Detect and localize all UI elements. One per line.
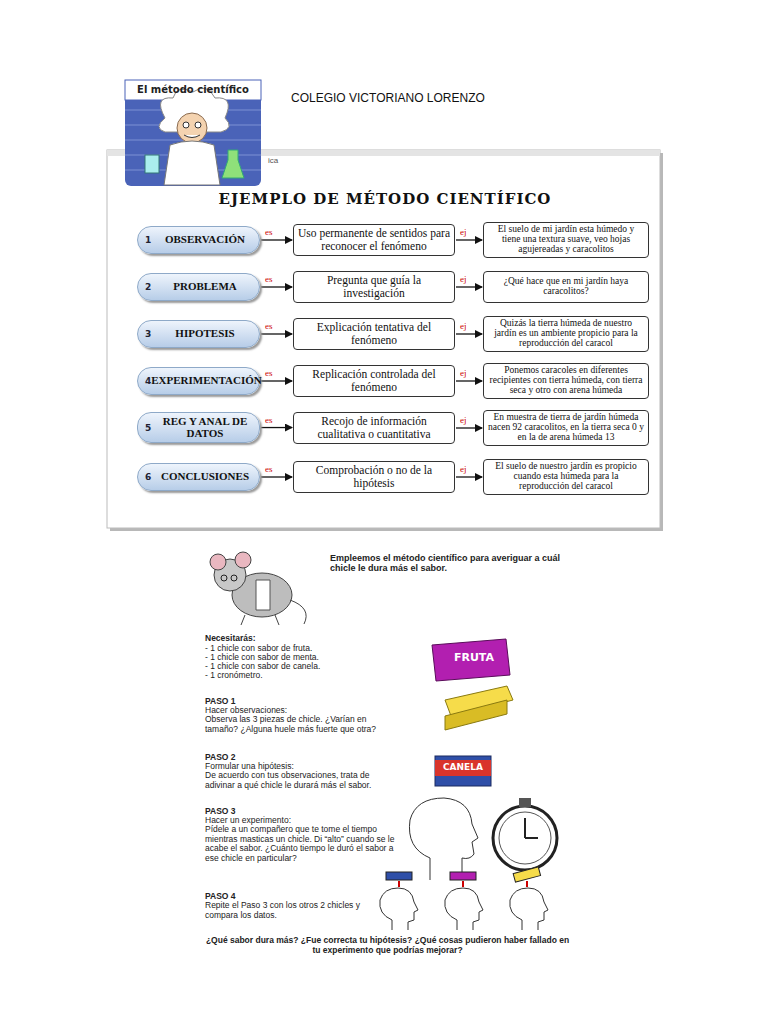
instruction-text: De acuerdo con tus observaciones, trata … (205, 771, 400, 790)
box-text: Comprobación o no de la hipótesis (298, 464, 450, 489)
definition-box: Pregunta que guía la investigación (293, 271, 455, 303)
connector-arrow (456, 380, 482, 381)
step-pill: 1OBSERVACIÓN (137, 226, 260, 254)
example-box: El suelo de nuestro jardín es propicio c… (483, 459, 649, 495)
connector-arrow (456, 333, 482, 334)
step-number: 3 (145, 329, 157, 339)
pack-label: CANELA (436, 762, 490, 772)
step-name: PROBLEMA (157, 281, 253, 293)
connector-label: es (264, 274, 274, 284)
step-name: HIPOTESIS (157, 328, 253, 340)
box-text: ¿Qué hace que en mi jardín haya caracoli… (488, 277, 644, 297)
school-name: COLEGIO VICTORIANO LORENZO (291, 92, 591, 105)
step-number: 2 (145, 282, 157, 292)
connector-arrow (261, 476, 292, 477)
connector-arrow (456, 286, 482, 287)
instruction-text: - 1 cronómetro. (205, 671, 405, 681)
connector-label: es (264, 368, 274, 378)
box-text: Replicación controlada del fenómeno (298, 368, 450, 393)
connector-arrow (456, 239, 482, 240)
logo-text: El método científico (128, 84, 258, 95)
connector-arrow (261, 333, 292, 334)
connector-arrow (261, 239, 292, 240)
example-box: Quizás la tierra húmeda de nuestro jardí… (483, 316, 649, 352)
instruction-text: Necesitarás: (205, 634, 395, 644)
connector-arrow (261, 380, 292, 381)
step-pill: 5REG Y ANAL DE DATOS (137, 412, 260, 443)
box-text: El suelo de mi jardín esta húmedo y tien… (488, 225, 644, 255)
definition-box: Replicación controlada del fenómeno (293, 365, 455, 397)
step-name: CONCLUSIONES (157, 471, 253, 483)
box-text: Explicación tentativa del fenómeno (298, 321, 450, 346)
step-name: EXPERIMENTACIÓN (151, 375, 261, 387)
step-pill: 4EXPERIMENTACIÓN (137, 367, 260, 395)
connector-label: es (264, 227, 274, 237)
box-text: Pregunta que guía la investigación (298, 274, 450, 299)
step-pill: 3HIPOTESIS (137, 320, 260, 348)
box-text: Ponemos caracoles en diferentes recipien… (488, 366, 644, 396)
definition-box: Comprobación o no de la hipótesis (293, 461, 455, 493)
step-pill: 2PROBLEMA (137, 273, 260, 301)
intro-text: Empleemos el método científico para aver… (330, 553, 568, 573)
box-text: En muestra de tierra de jardín húmeda na… (488, 413, 644, 443)
instruction-text: Repite el Paso 3 con los otros 2 chicles… (205, 901, 375, 920)
pack-label: FRUTA (446, 652, 502, 664)
step-name: OBSERVACIÓN (157, 234, 253, 246)
connector-label: ej (459, 321, 468, 331)
connector-label: ej (459, 368, 468, 378)
box-text: Quizás la tierra húmeda de nuestro jardí… (488, 319, 644, 349)
connector-arrow (261, 286, 292, 287)
example-box: Ponemos caracoles en diferentes recipien… (483, 363, 649, 399)
definition-box: Explicación tentativa del fenómeno (293, 318, 455, 350)
diagram-title: EJEMPLO DE MÉTODO CIENTÍFICO (200, 190, 570, 208)
step-number: 4 (145, 376, 151, 386)
connector-label: es (264, 415, 274, 425)
step-number: 6 (145, 472, 157, 482)
instruction-text: Observa las 3 piezas de chicle. ¿Varían … (205, 715, 400, 734)
example-box: ¿Qué hace que en mi jardín haya caracoli… (483, 271, 649, 303)
connector-label: es (264, 464, 274, 474)
instruction-text: Pídele a un compañero que te tome el tie… (205, 825, 400, 863)
definition-box: Recojo de información cualitativa o cuan… (293, 412, 455, 444)
step-number: 1 (145, 235, 157, 245)
box-text: Uso permanente de sentidos para reconoce… (298, 227, 450, 252)
box-text: El suelo de nuestro jardín es propicio c… (488, 462, 644, 492)
example-box: En muestra de tierra de jardín húmeda na… (483, 410, 649, 446)
connector-label: es (264, 321, 274, 331)
step-number: 5 (145, 423, 157, 433)
cut-text: ica (268, 157, 308, 166)
instruction-text: ¿Qué sabor dura más? ¿Fue correcta tu hi… (205, 936, 570, 955)
connector-label: ej (459, 464, 468, 474)
connector-arrow (261, 427, 292, 428)
step-name: REG Y ANAL DE DATOS (157, 416, 253, 439)
example-box: El suelo de mi jardín esta húmedo y tien… (483, 222, 649, 258)
box-text: Recojo de información cualitativa o cuan… (298, 415, 450, 440)
connector-arrow (456, 427, 482, 428)
connector-arrow (456, 476, 482, 477)
step-pill: 6CONCLUSIONES (137, 463, 260, 491)
connector-label: ej (459, 415, 468, 425)
connector-label: ej (459, 274, 468, 284)
definition-box: Uso permanente de sentidos para reconoce… (293, 224, 455, 256)
connector-label: ej (459, 227, 468, 237)
